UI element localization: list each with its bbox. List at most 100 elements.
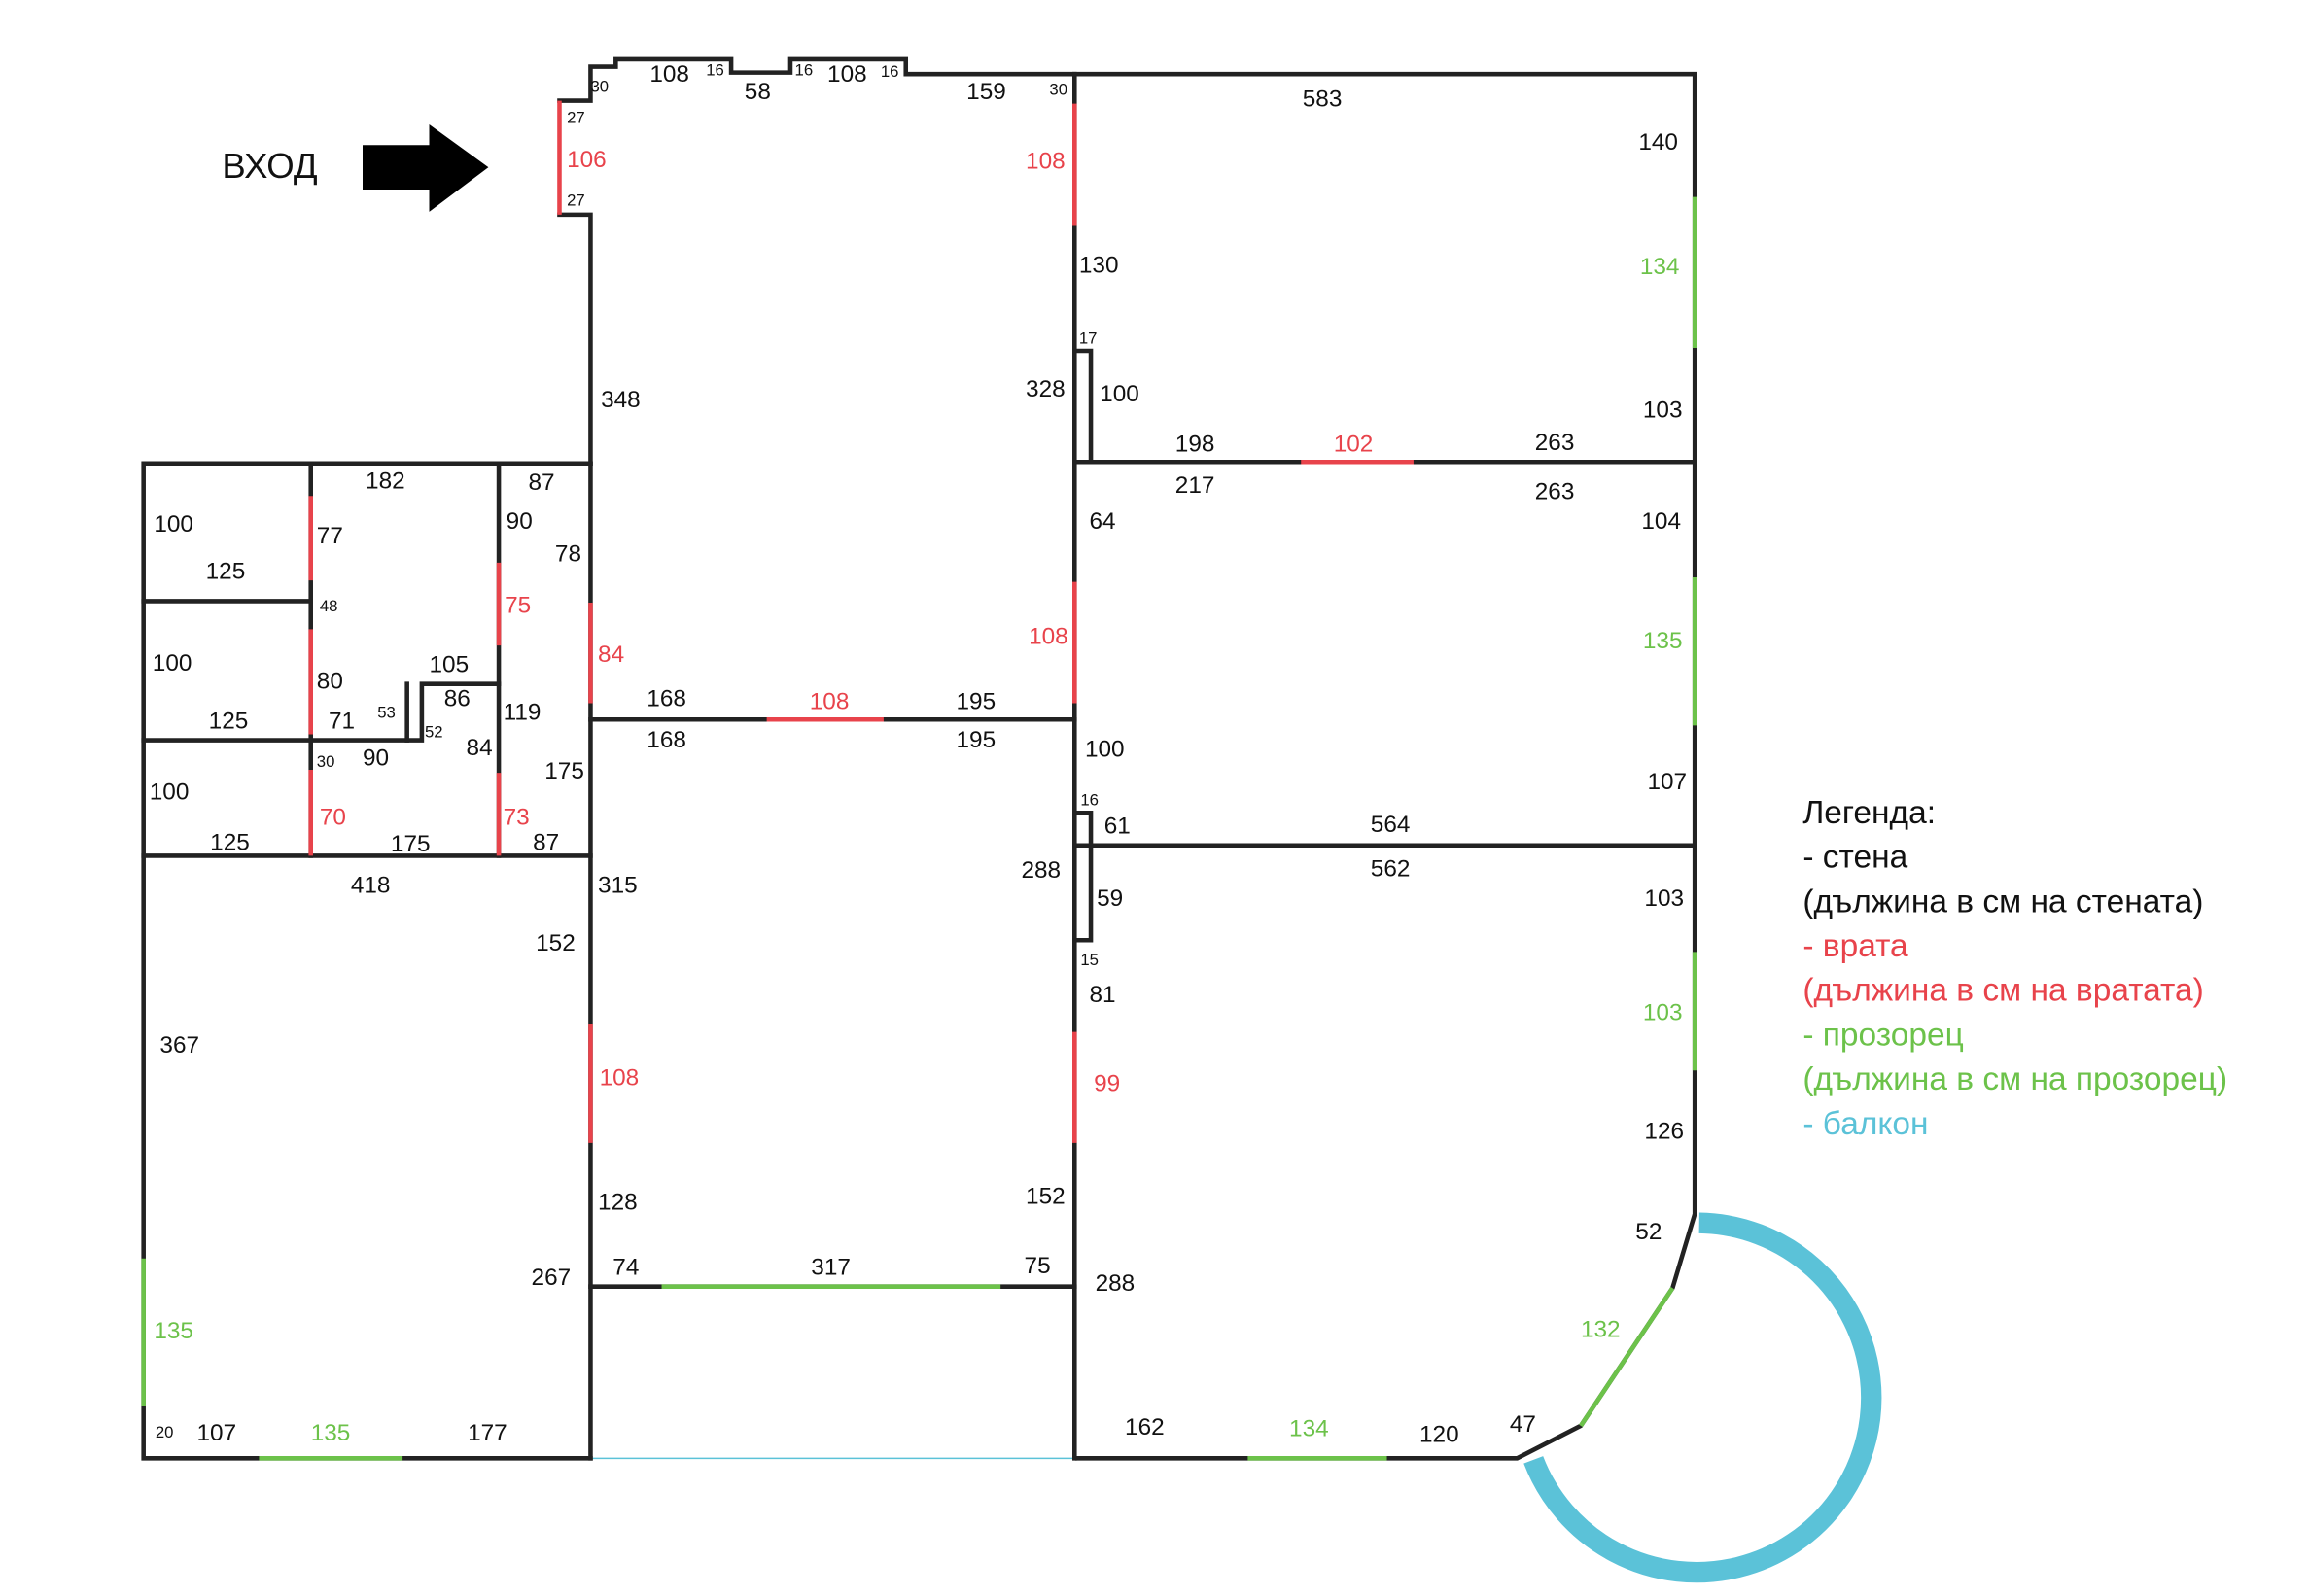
wall-length-label: 81: [1090, 982, 1116, 1008]
wall-length-label: 75: [1025, 1253, 1051, 1279]
window-width-label: 132: [1581, 1316, 1621, 1342]
doors: [308, 100, 1414, 1143]
wall-length-label: 47: [1510, 1411, 1536, 1438]
wall-length-label: 263: [1535, 478, 1575, 504]
wall-length-label: 418: [351, 872, 391, 898]
wall-length-label: 52: [425, 723, 443, 742]
wall-length-label: 107: [1647, 769, 1687, 795]
door-width-label: 106: [567, 147, 607, 173]
wall-length-label: 175: [391, 831, 431, 857]
legend-wall-note: (дължина в см на стената): [1802, 884, 2203, 919]
wall-length-label: 328: [1026, 376, 1066, 402]
wall-length-label: 182: [366, 468, 405, 495]
wall-length-label: 100: [150, 780, 190, 806]
wall-length-label: 125: [206, 559, 246, 585]
wall-length-label: 103: [1643, 398, 1683, 424]
wall-length-label: 87: [533, 829, 559, 855]
legend-door-note: (дължина в см на вратата): [1802, 973, 2203, 1009]
wall-length-label: 100: [154, 511, 193, 538]
wall-length-label: 80: [317, 668, 343, 694]
door-width-label: 73: [504, 804, 530, 830]
wall-length-label: 128: [598, 1189, 638, 1215]
wall-length-label: 168: [647, 727, 686, 753]
wall-length-label: 74: [612, 1254, 639, 1280]
wall-length-label: 27: [567, 108, 585, 126]
wall-length-label: 86: [444, 686, 471, 712]
wall-length-label: 16: [795, 61, 814, 80]
wall: [141, 681, 502, 743]
wall-length-label: 15: [1080, 951, 1099, 969]
wall-length-label: 78: [555, 540, 581, 567]
wall-length-label: 195: [956, 689, 996, 715]
wall-length-label: 100: [1085, 736, 1125, 762]
window-width-label: 134: [1640, 254, 1680, 280]
wall-length-label: 168: [647, 686, 686, 712]
door-width-label: 75: [505, 593, 531, 619]
legend: Легенда: - стена (дължина в см на стенат…: [1802, 795, 2227, 1142]
door-width-label: 70: [320, 804, 346, 830]
window-width-label: 135: [1643, 628, 1683, 654]
wall-length-label: 58: [745, 79, 771, 105]
wall-length-label: 267: [532, 1265, 572, 1291]
wall-length-label: 20: [156, 1423, 174, 1441]
wall-length-label: 367: [159, 1032, 199, 1058]
wall-length-label: 125: [209, 708, 249, 734]
wall-length-label: 263: [1535, 430, 1575, 456]
wall-length-label: 288: [1096, 1270, 1136, 1297]
wall-length-label: 125: [210, 829, 250, 855]
legend-wall: - стена: [1802, 840, 1907, 876]
legend-window: - прозорец: [1802, 1017, 1964, 1053]
legend-door: - врата: [1802, 928, 1908, 964]
door-width-label: 102: [1334, 432, 1374, 458]
wall-length-label: 71: [329, 708, 355, 734]
door-width-label: 108: [1029, 624, 1068, 650]
door-width-label: 108: [600, 1064, 640, 1091]
door-width-label: 84: [598, 642, 624, 668]
wall-length-label: 108: [827, 61, 867, 87]
wall-length-label: 317: [811, 1254, 851, 1280]
wall-length-label: 198: [1175, 432, 1215, 458]
wall-length-label: 152: [536, 930, 576, 956]
top-wall: [557, 56, 1697, 1461]
wall-length-label: 348: [601, 387, 641, 413]
balcony-arc: [1523, 1212, 1882, 1583]
door-width-label: 99: [1094, 1071, 1120, 1097]
walls: [141, 56, 1697, 1461]
wall-length-label: 30: [317, 752, 335, 771]
wall-length-label: 48: [320, 597, 338, 615]
wall-length-label: 162: [1125, 1414, 1165, 1440]
window-width-label: 103: [1643, 999, 1683, 1025]
balcony: [590, 1212, 1882, 1583]
windows: [141, 196, 1697, 1461]
door-width-label: 108: [810, 689, 850, 715]
wall-length-label: 100: [153, 650, 192, 677]
wall-length-label: 177: [468, 1420, 507, 1446]
wall-length-label: 61: [1104, 814, 1131, 840]
wall-length-label: 583: [1303, 87, 1343, 113]
wall-length-label: 126: [1644, 1118, 1684, 1144]
wall-length-label: 315: [598, 872, 638, 898]
legend-title: Легенда:: [1802, 795, 1936, 831]
wall-length-label: 90: [507, 508, 533, 535]
entrance-wall: [557, 212, 593, 467]
wall-length-label: 562: [1371, 856, 1411, 883]
wall-length-label: 16: [1080, 791, 1099, 810]
wall-length-label: 159: [966, 79, 1006, 105]
wall-length-label: 53: [377, 704, 396, 722]
wall-length-label: 16: [706, 61, 724, 80]
legend-balcony: - балкон: [1802, 1106, 1928, 1142]
window-width-label: 135: [311, 1420, 351, 1446]
window-width-label: 135: [154, 1318, 193, 1344]
wall-length-label: 52: [1635, 1219, 1662, 1245]
wall-length-label: 130: [1079, 252, 1119, 278]
legend-window-note: (дължина в см на прозорец): [1802, 1061, 2227, 1097]
wall-length-label: 17: [1079, 329, 1098, 347]
wall-length-label: 119: [504, 699, 542, 725]
wall-length-label: 107: [196, 1420, 236, 1446]
door-width-label: 108: [1026, 149, 1066, 175]
wall-length-label: 27: [567, 191, 585, 210]
wall-length-label: 195: [956, 727, 996, 753]
closet-wall: [1072, 810, 1094, 943]
